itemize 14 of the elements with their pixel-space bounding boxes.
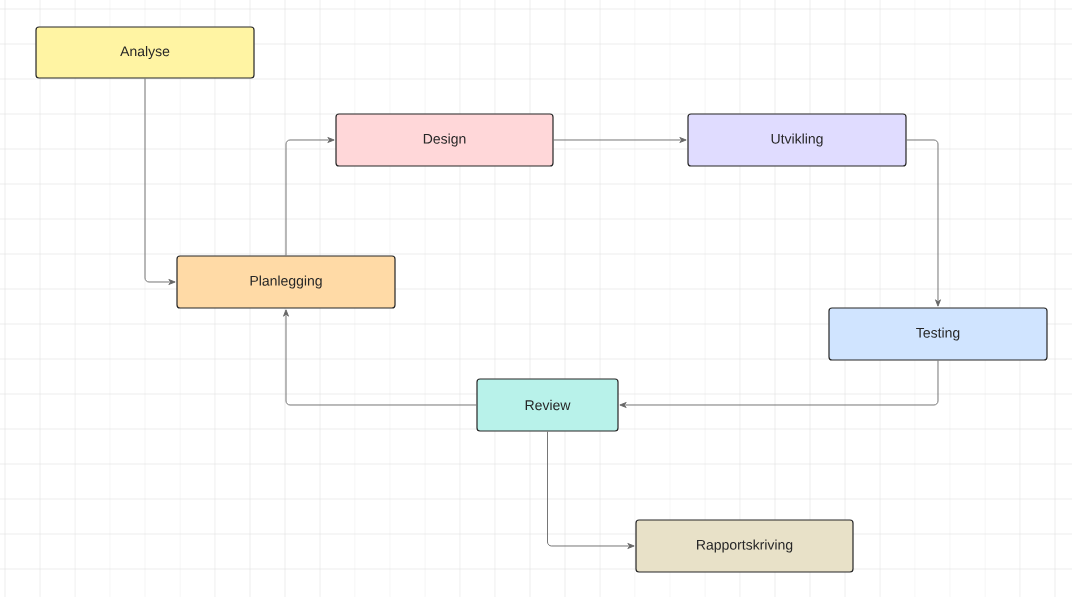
process-box: Testing: [828, 307, 1048, 361]
arrow: [553, 137, 687, 143]
arrow: [144, 78, 176, 285]
process-box: Design: [335, 113, 554, 167]
process-box: Review: [476, 378, 619, 432]
arrow: [285, 137, 335, 256]
process-box: Utvikling: [687, 113, 907, 167]
process-box: Analyse: [35, 26, 255, 79]
process-box: Planlegging: [176, 255, 396, 309]
arrow: [283, 309, 477, 406]
process-box: Rapportskriving: [635, 519, 854, 573]
arrow: [906, 139, 941, 307]
arrow: [547, 431, 635, 549]
arrow: [619, 360, 939, 408]
